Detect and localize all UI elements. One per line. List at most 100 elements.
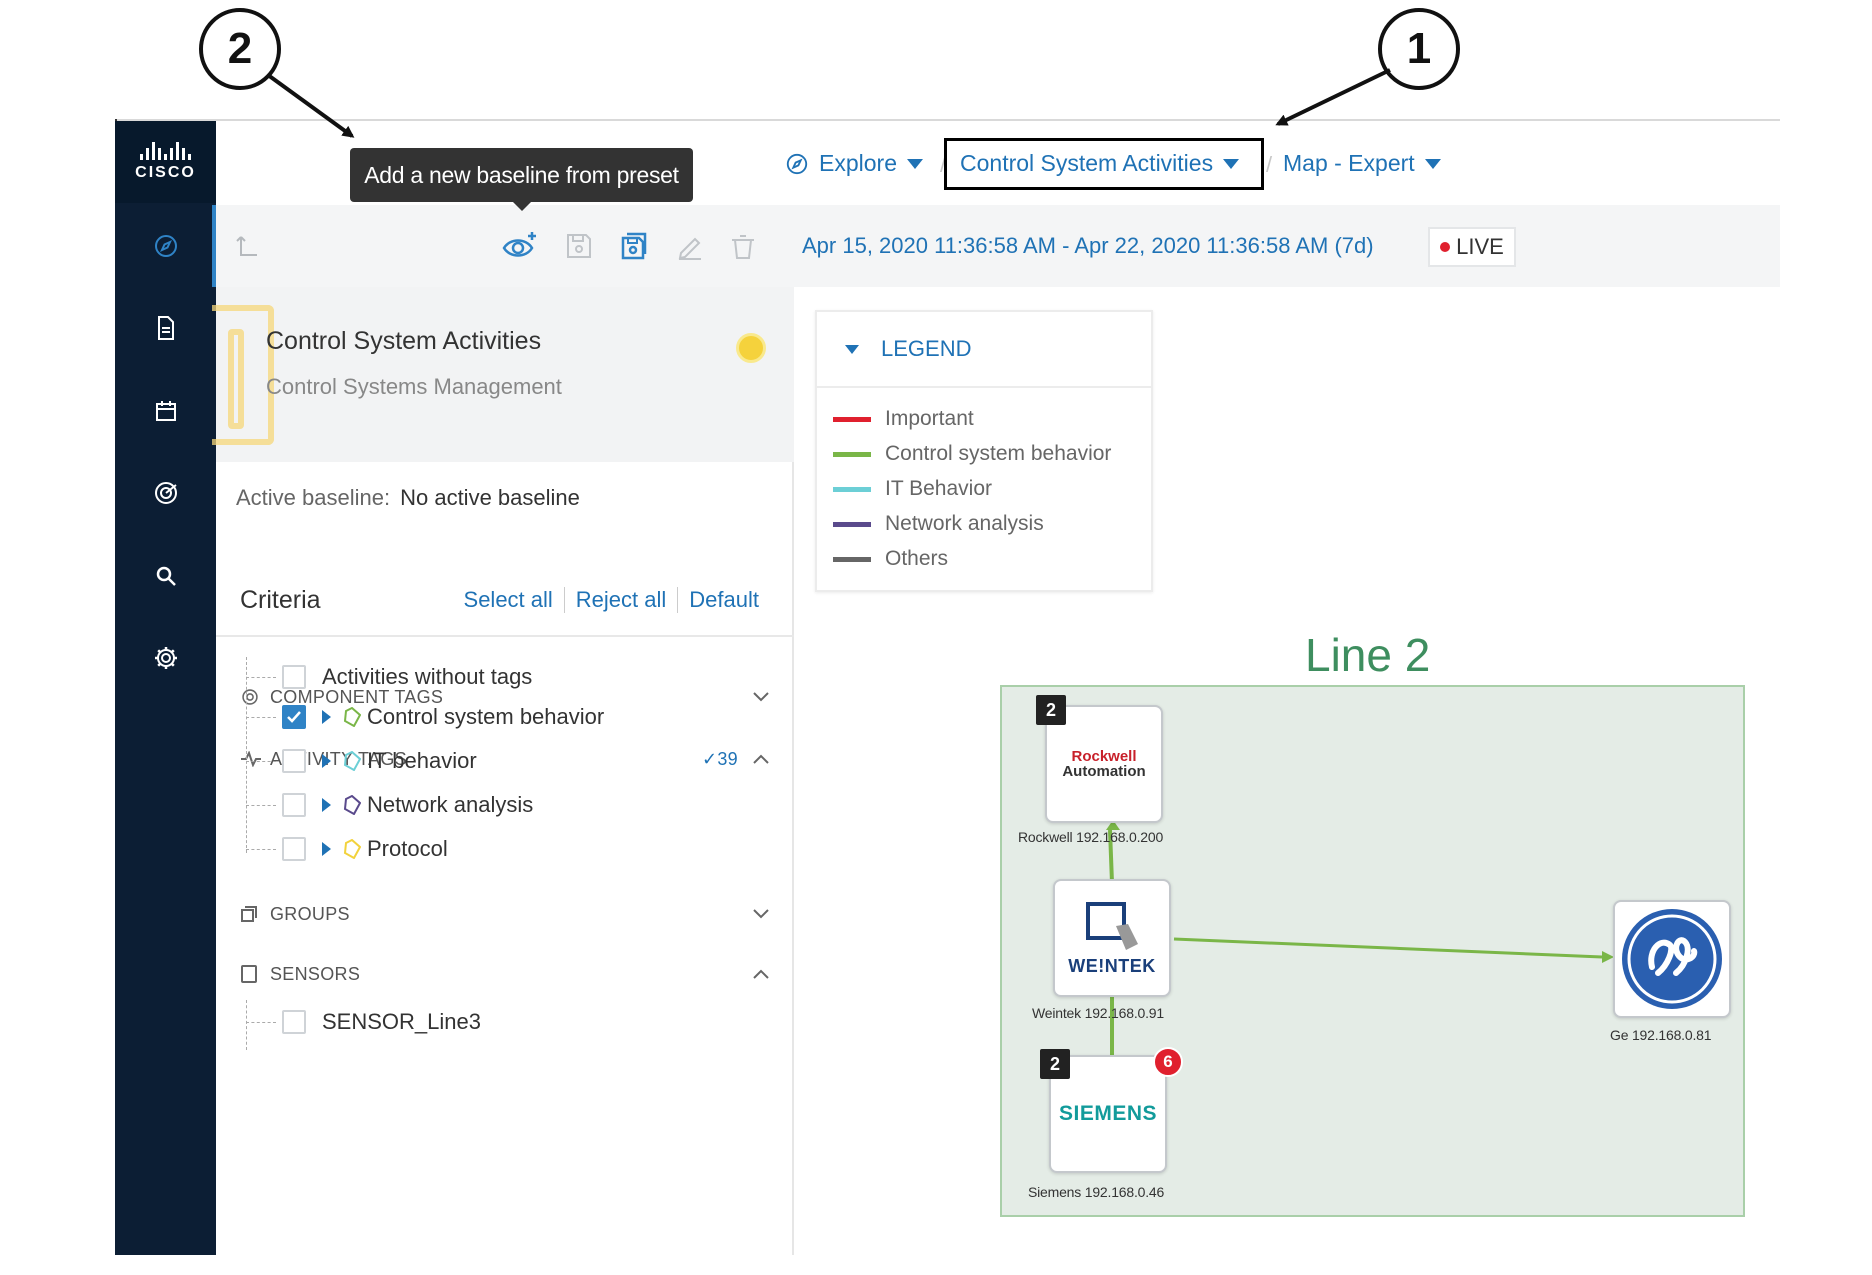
node-ge[interactable] bbox=[1613, 900, 1731, 1018]
nav-separator: / bbox=[940, 152, 947, 177]
checkbox[interactable] bbox=[282, 749, 306, 773]
live-label: LIVE bbox=[1456, 234, 1504, 259]
weintek-logo: WE!NTEK bbox=[1068, 955, 1156, 976]
checkbox[interactable] bbox=[282, 793, 306, 817]
preset-title: Control System Activities bbox=[266, 327, 542, 355]
preset-card[interactable]: Control System Activities Control System… bbox=[212, 287, 794, 462]
tag-icon bbox=[343, 839, 361, 859]
undo-button[interactable] bbox=[230, 227, 268, 265]
time-range-bar: Apr 15, 2020 11:36:58 AM - Apr 22, 2020 … bbox=[794, 205, 1780, 287]
criteria-title: Criteria bbox=[240, 585, 321, 614]
rail-item-vulnerabilities[interactable] bbox=[115, 463, 216, 523]
add-baseline-button[interactable] bbox=[501, 227, 539, 265]
legend-swatch bbox=[833, 521, 871, 527]
undo-icon bbox=[236, 236, 257, 256]
legend-swatch bbox=[833, 416, 871, 422]
tree-item-network-analysis[interactable]: Network analysis bbox=[246, 788, 533, 822]
live-button[interactable]: LIVE bbox=[1428, 227, 1516, 267]
checkbox[interactable] bbox=[282, 1010, 306, 1034]
target-icon bbox=[154, 482, 177, 504]
save-button[interactable] bbox=[560, 227, 598, 265]
legend-toggle[interactable]: LEGEND bbox=[817, 312, 1151, 388]
tree-item-label: IT behavior bbox=[367, 748, 477, 773]
legend-label: Others bbox=[885, 547, 949, 570]
nav-preset-label: Control System Activities bbox=[960, 150, 1214, 176]
tree-guide bbox=[246, 657, 247, 853]
preset-toolbar bbox=[216, 205, 794, 287]
side-nav-rail: CISCO bbox=[115, 121, 216, 1255]
legend-item: Network analysis bbox=[833, 509, 1044, 539]
tree-item-protocol[interactable]: Protocol bbox=[246, 832, 448, 866]
compass-icon bbox=[154, 235, 177, 257]
checkbox-checked[interactable] bbox=[282, 705, 306, 729]
select-all-link[interactable]: Select all bbox=[463, 587, 553, 612]
tree-item-label: Activities without tags bbox=[322, 664, 533, 689]
legend-swatch bbox=[833, 486, 871, 492]
section-label: GROUPS bbox=[270, 903, 350, 924]
map-canvas[interactable]: Rockwell Automation 2 Rockwell 192.168.0… bbox=[1000, 685, 1745, 1217]
section-sensors[interactable]: SENSORS bbox=[240, 957, 770, 991]
callout-2: 2 bbox=[199, 8, 281, 90]
chevron-down-icon bbox=[1223, 158, 1240, 169]
section-groups[interactable]: GROUPS bbox=[240, 897, 770, 931]
tag-icon bbox=[343, 795, 361, 815]
rail-item-search[interactable] bbox=[115, 546, 216, 606]
callout-1-arrow bbox=[1275, 68, 1391, 126]
ge-logo-icon bbox=[1622, 909, 1722, 1009]
checkbox[interactable] bbox=[282, 837, 306, 861]
default-link[interactable]: Default bbox=[677, 587, 770, 613]
save-as-button[interactable] bbox=[614, 227, 652, 265]
cisco-wordmark: CISCO bbox=[135, 164, 196, 181]
top-border bbox=[115, 119, 1780, 121]
rockwell-logo-line2: Automation bbox=[1062, 763, 1146, 780]
reject-all-link[interactable]: Reject all bbox=[563, 587, 677, 613]
rail-item-reports[interactable] bbox=[115, 298, 216, 358]
calendar-icon bbox=[155, 401, 176, 421]
checkbox[interactable] bbox=[282, 665, 306, 689]
rail-item-calendar[interactable] bbox=[115, 381, 216, 441]
node-count-badge: 2 bbox=[1040, 1049, 1070, 1079]
touch-panel-icon bbox=[1086, 901, 1138, 950]
preset-category-icon bbox=[212, 305, 274, 445]
link-weintek-rockwell[interactable] bbox=[1108, 829, 1114, 884]
chevron-down-icon bbox=[753, 692, 769, 702]
chevron-down-icon bbox=[753, 909, 769, 919]
callout-2-arrow bbox=[266, 73, 355, 138]
tree-item-it-behavior[interactable]: IT behavior bbox=[246, 744, 477, 778]
document-icon bbox=[157, 316, 174, 340]
map-group-title: Line 2 bbox=[1305, 629, 1431, 681]
tree-guide bbox=[246, 1000, 247, 1050]
rail-item-explore[interactable] bbox=[115, 216, 216, 276]
edit-button[interactable] bbox=[671, 227, 709, 265]
nav-explore[interactable]: Explore bbox=[785, 150, 923, 177]
expand-arrow-icon[interactable] bbox=[322, 842, 331, 856]
time-range-text[interactable]: Apr 15, 2020 11:36:58 AM - Apr 22, 2020 … bbox=[802, 233, 1374, 258]
chevron-down-icon bbox=[906, 158, 923, 169]
expand-arrow-icon[interactable] bbox=[322, 798, 331, 812]
expand-arrow-icon[interactable] bbox=[322, 754, 331, 768]
section-label: SENSORS bbox=[270, 963, 361, 984]
cisco-logo: CISCO bbox=[115, 121, 216, 203]
tree-item-sensor[interactable]: SENSOR_Line3 bbox=[246, 1005, 481, 1039]
legend-item: Important bbox=[833, 404, 974, 434]
activity-icon bbox=[241, 751, 261, 767]
nav-view[interactable]: Map - Expert bbox=[1283, 150, 1441, 177]
nav-separator: / bbox=[1266, 152, 1273, 177]
tree-item-label: Network analysis bbox=[367, 792, 534, 817]
delete-button[interactable] bbox=[724, 227, 762, 265]
chevron-down-icon bbox=[845, 344, 859, 354]
tree-item-control-system[interactable]: Control system behavior bbox=[246, 700, 604, 734]
compass-icon bbox=[786, 153, 808, 174]
link-weintek-ge[interactable] bbox=[1173, 937, 1603, 959]
tree-item-no-tags[interactable]: Activities without tags bbox=[246, 660, 532, 694]
nav-preset[interactable]: Control System Activities bbox=[960, 150, 1240, 177]
active-baseline-label: Active baseline: bbox=[236, 485, 391, 510]
expand-arrow-icon[interactable] bbox=[322, 710, 331, 724]
groups-icon bbox=[241, 906, 257, 922]
node-weintek[interactable]: WE!NTEK bbox=[1053, 879, 1171, 997]
alert-count-badge[interactable]: 6 bbox=[1153, 1047, 1183, 1077]
chevron-up-icon bbox=[753, 969, 769, 979]
tag-icon bbox=[343, 751, 361, 771]
node-label: Rockwell 192.168.0.200 bbox=[1018, 829, 1164, 845]
rail-item-settings[interactable] bbox=[115, 628, 216, 688]
